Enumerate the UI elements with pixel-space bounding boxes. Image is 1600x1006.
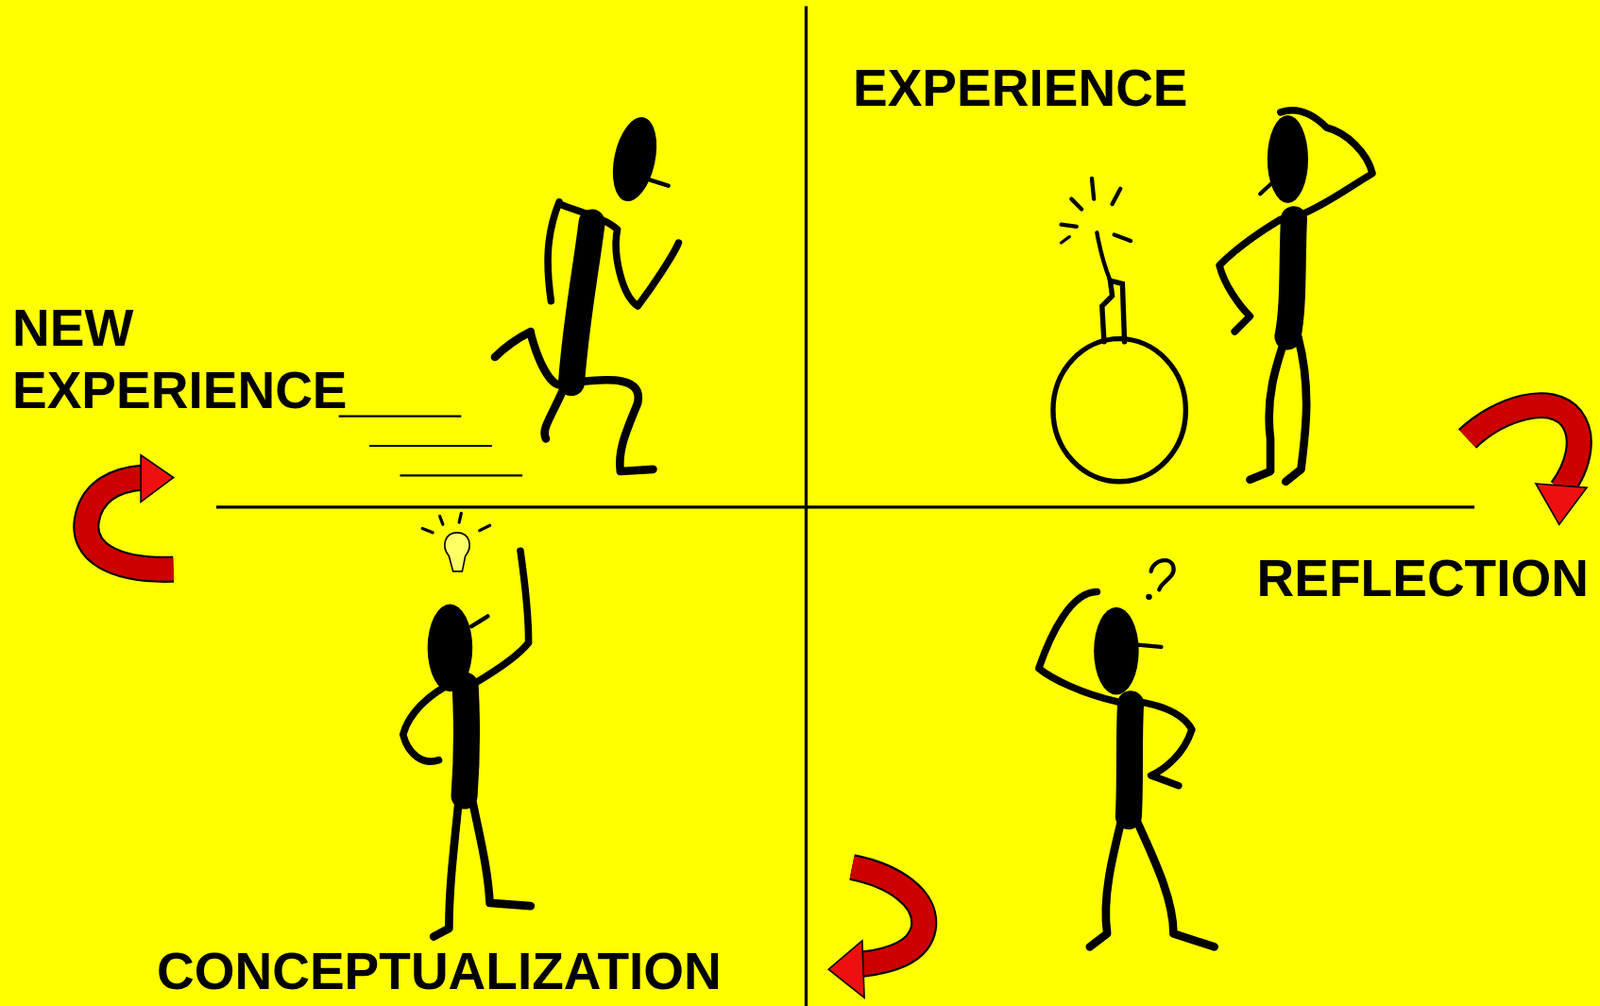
- idea-figure: [403, 512, 531, 937]
- cycle-arrow: [828, 867, 924, 998]
- divider-line: [216, 505, 1475, 509]
- bomb-symbol: [1053, 178, 1186, 482]
- stage-label: REFLECTION: [1257, 552, 1589, 605]
- cycle-arrow: [1467, 405, 1587, 525]
- speed-lines: [339, 416, 523, 477]
- running-figure: [494, 113, 679, 472]
- puzzled-figure: [1219, 110, 1373, 482]
- cycle-arrow: [85, 455, 173, 570]
- stage-label: NEW EXPERIENCE: [12, 296, 409, 422]
- reflecting-figure: [1038, 560, 1215, 947]
- stage-label: CONCEPTUALIZATION: [156, 945, 722, 998]
- stage-label: EXPERIENCE: [852, 62, 1189, 115]
